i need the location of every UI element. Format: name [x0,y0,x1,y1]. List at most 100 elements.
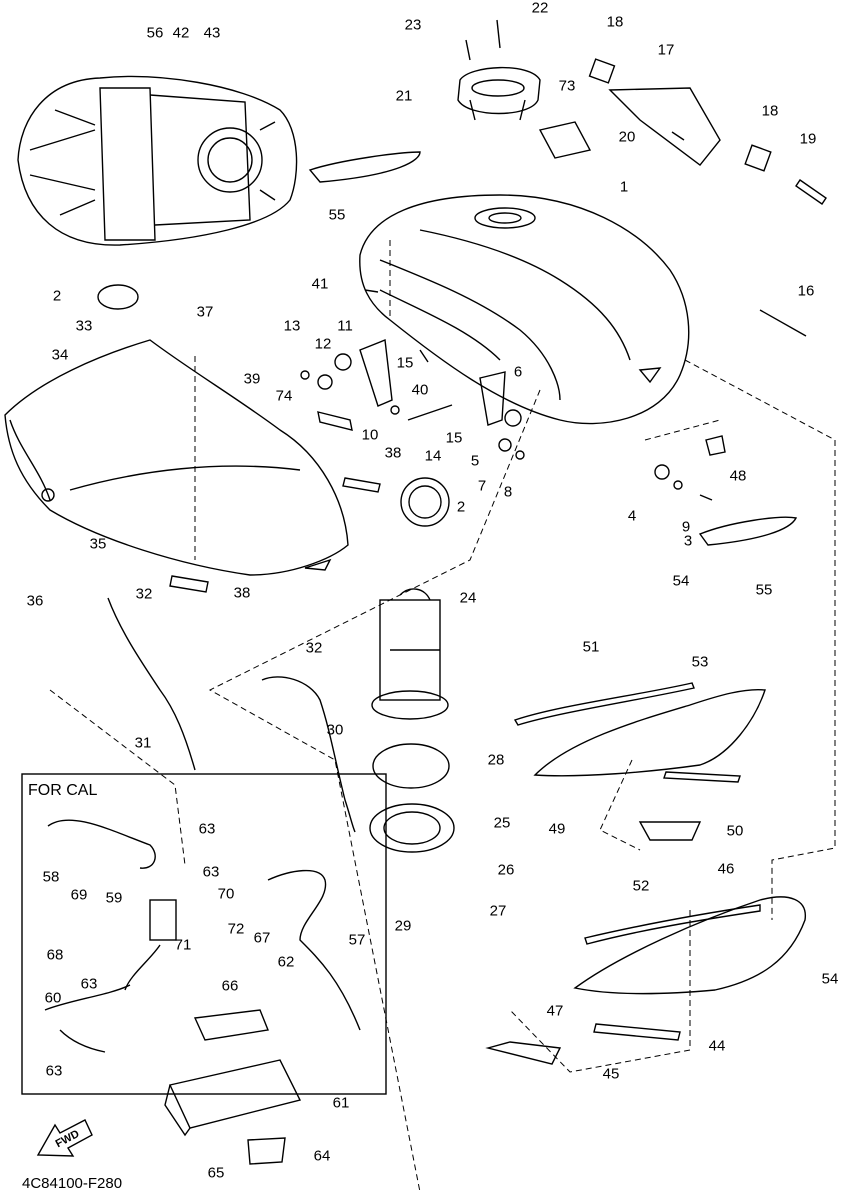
callout-11: 11 [337,317,353,335]
callout-45: 45 [602,1065,620,1083]
callout-14: 14 [424,447,442,465]
callout-3: 3 [683,532,693,550]
callout-57: 57 [348,931,366,949]
side-cover-33 [4,339,349,576]
callout-73: 73 [558,77,576,95]
hose-58 [47,819,156,869]
callout-26: 26 [497,861,515,879]
callout-68: 68 [46,946,64,964]
callout-50: 50 [726,822,744,840]
callout-48: 48 [729,467,747,485]
callout-39: 39 [243,370,261,388]
emblem-2 [400,477,450,527]
callout-24: 24 [459,589,477,607]
fuel-pump-24 [371,588,449,720]
fwd-label: FWD [54,1128,82,1150]
callout-5: 5 [470,452,480,470]
callout-63: 63 [45,1062,63,1080]
pad-47 [485,1041,562,1065]
callout-51: 51 [582,638,600,656]
callout-70: 70 [217,885,235,903]
callout-1: 1 [619,178,629,196]
callout-16: 16 [797,282,815,300]
plate-25 [369,803,455,853]
callout-71: 71 [174,936,192,954]
callout-61: 61 [332,1094,350,1112]
callout-25: 25 [493,814,511,832]
callout-27: 27 [489,902,507,920]
callout-34: 34 [51,346,69,364]
callout-4: 4 [627,507,637,525]
tank-cover-top-view [17,75,298,246]
callout-44: 44 [708,1037,726,1055]
callout-60: 60 [44,989,62,1007]
callout-38: 38 [233,584,251,602]
callout-10: 10 [361,426,379,444]
callout-32: 32 [135,585,153,603]
grommet-2-top [97,284,139,310]
callout-56: 56 [146,24,164,42]
callout-42: 42 [172,24,190,42]
callout-33: 33 [75,317,93,335]
callout-22: 22 [531,0,549,17]
callout-12: 12 [314,335,332,353]
callout-72: 72 [227,920,245,938]
gasket-28 [372,743,450,789]
cal-bracket-66 [193,1009,269,1041]
callout-54: 54 [821,970,839,988]
bracket-hardware-center [300,289,807,501]
callout-20: 20 [618,128,636,146]
callout-74: 74 [275,387,293,405]
callout-49: 49 [548,820,566,838]
bracket-52 [638,821,702,841]
callout-46: 46 [717,860,735,878]
diagram-code: 4C84100-F280 [22,1175,123,1192]
callout-41: 41 [311,275,329,293]
callout-64: 64 [313,1147,331,1165]
callout-47: 47 [546,1002,564,1020]
callout-8: 8 [503,483,513,501]
pad-50 [663,771,741,783]
band-51 [513,682,695,726]
callout-13: 13 [283,317,301,335]
callout-58: 58 [42,868,60,886]
callout-62: 62 [277,953,295,971]
callout-55: 55 [755,581,773,599]
callout-9: 9 [681,518,691,536]
callout-36: 36 [26,592,44,610]
fwd-label-layer: FWD [54,1128,82,1150]
callout-2: 2 [52,287,62,305]
cover-44 [573,896,806,995]
callout-38: 38 [384,444,402,462]
routing-lines [49,240,836,1193]
callout-59: 59 [105,889,123,907]
pad-45 [593,1023,681,1041]
band-46 [584,904,761,945]
fwd-arrow-icon [36,1119,93,1157]
callout-21: 21 [395,87,413,105]
callout-43: 43 [203,24,221,42]
callout-2: 2 [456,498,466,516]
pad-55-lower [698,516,798,546]
callout-28: 28 [487,751,505,769]
callout-15: 15 [445,429,463,447]
fuel-cap-assembly [457,19,541,121]
pad-55-upper [308,151,421,183]
callout-18: 18 [606,13,624,31]
callout-63: 63 [202,863,220,881]
callout-17: 17 [657,41,675,59]
callout-23: 23 [404,16,422,34]
callout-35: 35 [89,535,107,553]
hose-60 [44,984,131,1053]
callout-63: 63 [198,820,216,838]
callout-7: 7 [477,477,487,495]
callout-55: 55 [328,206,346,224]
cal-group-frame [21,773,387,1095]
callout-54: 54 [672,572,690,590]
cal-canister-61 [164,1059,302,1137]
callout-6: 6 [513,363,523,381]
callout-29: 29 [394,917,412,935]
cal-bracket-64 [247,1137,286,1165]
